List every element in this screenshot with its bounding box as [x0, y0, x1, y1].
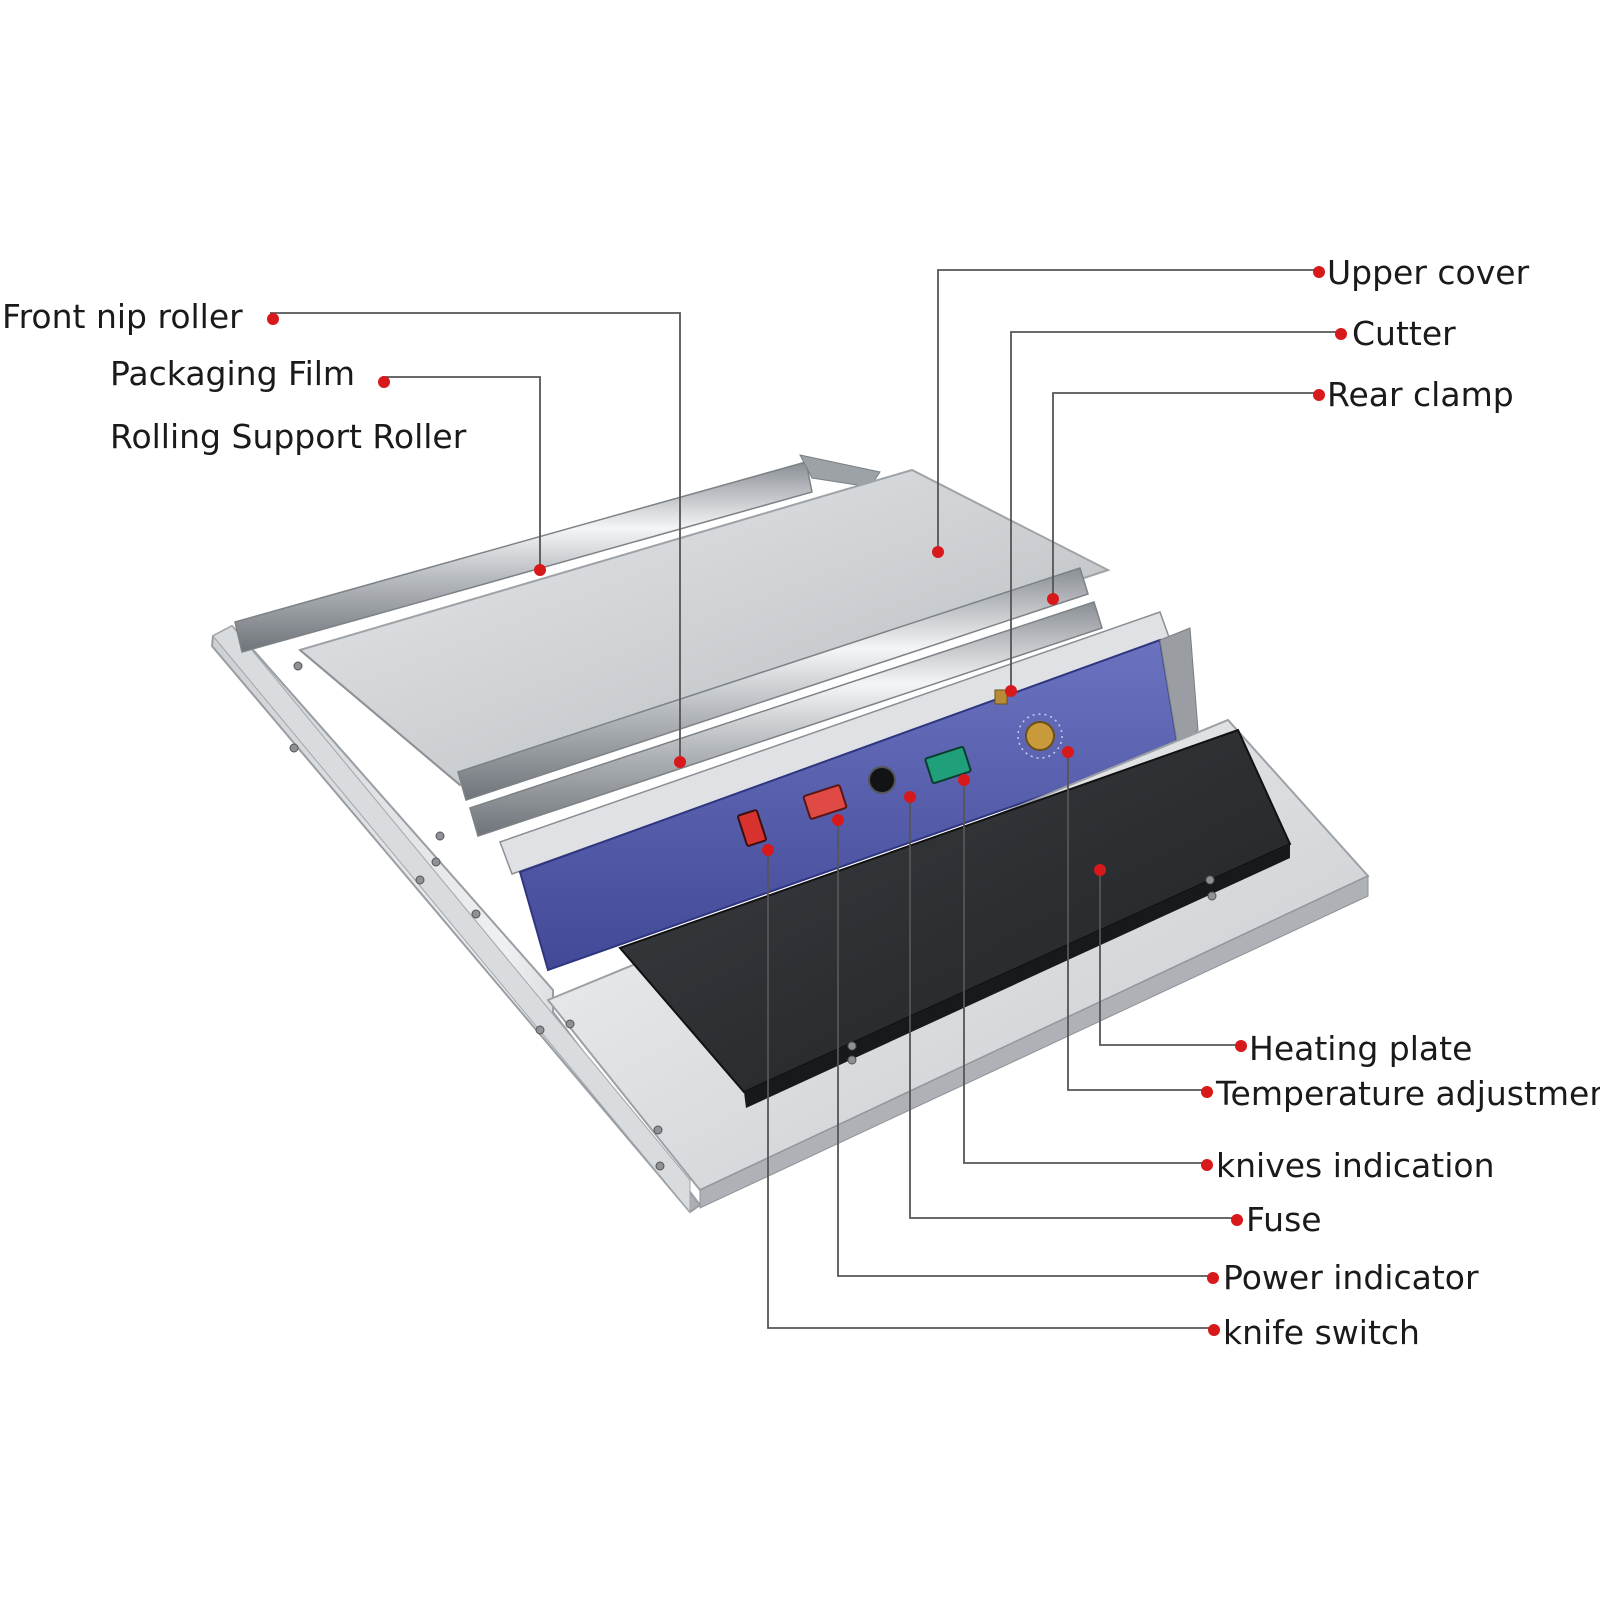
knives-indication-light	[924, 745, 972, 785]
leader-knives-indication	[963, 780, 1205, 1164]
label-knife-switch: knife switch	[1223, 1313, 1420, 1352]
label-heating-plate: Heating plate	[1249, 1029, 1473, 1068]
leader-power-indicator	[837, 822, 1211, 1277]
label-power-indicator: Power indicator	[1223, 1258, 1479, 1297]
leader-cutter	[1010, 331, 1340, 687]
leader-lines	[270, 269, 1340, 1329]
label-rear-clamp: Rear clamp	[1327, 375, 1514, 414]
temperature-knob[interactable]	[1025, 721, 1055, 751]
front-nip-roller	[457, 567, 1089, 801]
leader-packaging-film	[382, 376, 541, 566]
label-cutter: Cutter	[1352, 314, 1456, 353]
machine-illustration	[210, 454, 1370, 1214]
leader-heating-plate	[1099, 869, 1239, 1046]
label-upper-cover: Upper cover	[1327, 253, 1530, 292]
label-fuse: Fuse	[1246, 1200, 1322, 1239]
leader-upper-cover	[937, 269, 1316, 548]
screws	[289, 661, 1217, 1171]
label-rolling-support-roller: Rolling Support Roller	[110, 417, 467, 456]
knife-switch[interactable]	[737, 809, 767, 847]
label-knives-indication: knives indication	[1216, 1146, 1495, 1185]
label-front-nip-roller: Front nip roller	[2, 297, 243, 336]
label-temperature-adjustment: Temperature adjustment	[1216, 1074, 1600, 1113]
leader-rear-clamp	[1052, 392, 1316, 597]
rolling-support-roller	[234, 461, 813, 653]
callout-dots	[267, 266, 1347, 1336]
leader-front-nip-roller	[270, 312, 681, 758]
leader-knife-switch	[767, 852, 1212, 1329]
power-indicator-light	[802, 784, 848, 820]
label-packaging-film: Packaging Film	[110, 354, 356, 393]
leader-fuse	[909, 796, 1236, 1219]
fuse-holder[interactable]	[868, 766, 896, 794]
leader-temperature-adjustment	[1067, 752, 1205, 1091]
